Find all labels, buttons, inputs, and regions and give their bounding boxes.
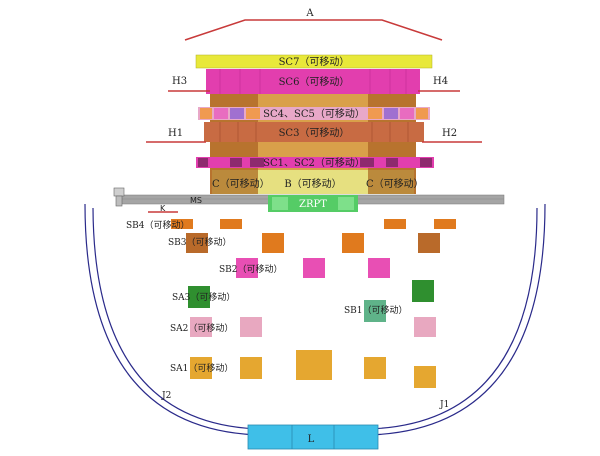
block-sb3-1 <box>186 233 208 253</box>
label-sc7: SC7（可移动） <box>279 55 350 68</box>
label-sa1: SA1（可移动） <box>170 362 233 374</box>
block-sa2-2 <box>240 317 262 337</box>
block-sc3 <box>204 122 424 142</box>
label-j2: J2 <box>161 391 171 401</box>
block-sa1-2 <box>240 357 262 379</box>
label-sa3: SA3（可移动） <box>172 291 235 303</box>
arc-inner <box>92 207 538 430</box>
label-ms: MS <box>190 196 202 205</box>
block-sb4-1 <box>171 219 193 229</box>
block-sb4-3 <box>384 219 406 229</box>
label-sc3: SC3（可移动） <box>279 126 350 139</box>
label-a: A <box>305 8 314 19</box>
label-sa2: SA2（可移动） <box>170 322 233 334</box>
block-sc12 <box>196 157 434 168</box>
block-sc7 <box>195 54 433 69</box>
block-l <box>247 424 379 450</box>
sc45-segments <box>200 108 428 119</box>
block-b <box>258 170 368 194</box>
label-sc45: SC4、SC5（可移动） <box>263 107 365 120</box>
label-sb4: SB4（可移动） <box>126 219 190 231</box>
block-sc6 <box>206 69 420 94</box>
block-sa1-center <box>296 350 332 380</box>
block-sa2-3 <box>414 317 436 337</box>
label-h2: H2 <box>442 128 457 139</box>
label-h1: H1 <box>168 128 183 139</box>
label-sb1: SB1（可移动） <box>344 304 408 316</box>
block-sb2-1 <box>236 258 258 278</box>
block-sb2-3 <box>368 258 390 278</box>
label-zrpt: ZRPT <box>299 199 327 210</box>
label-j1: J1 <box>439 400 449 410</box>
label-h3: H3 <box>172 76 187 87</box>
label-l: L <box>308 434 315 445</box>
label-sc6: SC6（可移动） <box>279 75 350 88</box>
block-sa1-1 <box>190 357 212 379</box>
label-sb3: SB3（可移动） <box>168 236 232 248</box>
block-sb3-2 <box>262 233 284 253</box>
block-sb1 <box>364 300 386 322</box>
block-sa1-3 <box>364 357 386 379</box>
block-sb3-4 <box>418 233 440 253</box>
label-c-left: C（可移动） <box>212 177 270 190</box>
label-h4: H4 <box>433 76 448 87</box>
block-sb2-2 <box>303 258 325 278</box>
label-sb2: SB2（可移动） <box>219 263 283 275</box>
block-sb4-2 <box>220 219 242 229</box>
block-c-right <box>368 170 414 194</box>
line-a <box>184 19 443 41</box>
block-green-right <box>412 280 434 302</box>
block-sa1-4 <box>414 366 436 388</box>
label-b: B（可移动） <box>284 177 341 190</box>
light-fixture-icon <box>113 187 125 207</box>
arc-outer <box>84 203 546 436</box>
block-sa2-1 <box>190 317 212 337</box>
block-sb4-4 <box>434 219 456 229</box>
block-sb3-3 <box>342 233 364 253</box>
block-zrpt <box>268 195 358 212</box>
block-c-left <box>212 170 258 194</box>
label-k: K <box>160 204 166 213</box>
sc12-segments <box>198 158 432 167</box>
label-sc12: SC1、SC2（可移动） <box>263 156 365 169</box>
label-c-right: C（可移动） <box>366 177 424 190</box>
block-sa3 <box>188 286 210 308</box>
